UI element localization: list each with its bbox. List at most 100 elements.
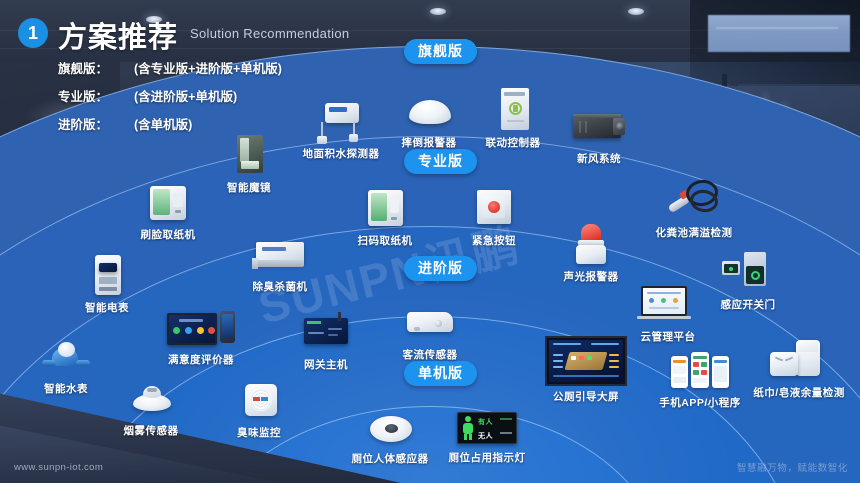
product-label: 手机APP/小程序 [659,397,741,409]
guidance-display-icon [543,334,629,388]
product-node-smart-electric-meter[interactable]: 智能电表 [55,253,159,315]
indicator-occupied-label: 有人 [478,419,493,426]
ceiling-downlight-icon [430,8,446,15]
product-label: 客流传感器 [402,349,458,361]
smoke-sensor-icon [123,376,179,422]
stall-occupancy-sensor-icon [362,404,418,450]
product-label: 声光报警器 [563,271,619,283]
product-node-stall-occupancy-indicator[interactable]: 有人 无人 厕位占用指示灯 [435,409,539,465]
product-node-fall-alarm[interactable]: 摔倒报警器 [377,88,481,150]
tier-legend-desc: (含专业版+进阶版+单机版) [134,62,282,76]
background-signboard [708,15,850,52]
tier-pill-standalone[interactable]: 单机版 [404,361,477,387]
product-node-smart-water-meter[interactable]: 智能水表 [14,334,118,396]
product-node-smoke-sensor[interactable]: 烟雾传感器 [99,376,203,438]
product-label: 智能魔镜 [227,182,271,194]
page-subtitle: Solution Recommendation [190,26,350,41]
floor-water-detector-icon [313,99,369,145]
product-node-guidance-display[interactable]: 公厕引导大屏 [534,334,638,404]
product-label: 化粪池满溢检测 [655,227,733,239]
product-node-fresh-air-system[interactable]: 新风系统 [547,104,651,166]
tier-legend-desc: (含进阶版+单机版) [134,90,238,104]
product-label: 扫码取纸机 [357,235,413,247]
product-label: 摔倒报警器 [401,137,457,149]
product-node-paper-soap-level-detector[interactable]: 纸巾/皂液余量检测 [747,338,851,400]
product-label: 感应开关门 [720,299,776,311]
fall-alarm-icon [401,88,457,134]
product-label: 紧急按钮 [472,235,516,247]
face-recognition-paper-dispenser-icon [140,180,196,226]
tier-legend-name: 旗舰版： [58,62,109,76]
tier-legend-row: 旗舰版： (含专业版+进阶版+单机版) [58,58,282,77]
tier-legend-row: 专业版： (含进阶版+单机版) [58,86,282,105]
sensor-door-icon [720,250,776,296]
product-label: 智能电表 [85,302,129,314]
product-node-gateway-host[interactable]: 网关主机 [274,310,378,372]
product-node-cloud-management-platform[interactable]: 云管理平台 [616,282,720,344]
deodorizing-sterilizer-icon [252,232,308,278]
indicator-vacant-label: 无人 [478,433,493,440]
page-title: 方案推荐 [58,22,179,54]
product-label: 臭味监控 [237,427,281,439]
tier-pill-flagship[interactable]: 旗舰版 [404,39,477,65]
product-node-passenger-flow-sensor[interactable]: 客流传感器 [378,300,482,362]
ceiling-downlight-icon [146,16,162,23]
product-node-sensor-door[interactable]: 感应开关门 [696,250,800,312]
product-label: 厕位占用指示灯 [448,452,526,464]
product-label: 联动控制器 [485,137,541,149]
product-node-odor-monitor[interactable]: 臭味监控 [207,378,311,440]
product-label: 厕位人体感应器 [351,453,429,465]
tier-legend-row: 进阶版： (含单机版) [58,114,282,133]
fan-band-edge [0,136,860,483]
sound-light-alarm-icon [563,222,619,268]
ceiling-seam [0,30,860,31]
odor-monitor-icon [231,378,287,424]
product-node-qr-paper-dispenser[interactable]: 扫码取纸机 [333,186,437,248]
product-label: 烟雾传感器 [123,425,179,437]
stall-occupancy-indicator-icon: 有人 无人 [456,409,518,449]
product-node-septic-tank-overflow-detector[interactable]: 化粪池满溢检测 [642,177,746,240]
footer-website-url[interactable]: www.sunpn-iot.com [14,462,104,473]
tier-pill-advanced[interactable]: 进阶版 [404,256,477,282]
emergency-button-icon [466,186,522,232]
linkage-controller-icon [485,88,541,134]
satisfaction-evaluator-icon [165,305,237,351]
product-node-sound-light-alarm[interactable]: 声光报警器 [539,222,643,284]
ceiling-downlight-icon [628,8,644,15]
product-label: 云管理平台 [640,331,696,343]
product-node-smart-mirror[interactable]: 智能魔镜 [197,133,301,195]
product-node-satisfaction-evaluator[interactable]: 满意度评价器 [149,305,253,367]
smart-electric-meter-icon [79,253,135,299]
tier-legend-desc: (含单机版) [134,118,193,132]
product-label: 公厕引导大屏 [553,391,619,403]
product-label: 除臭杀菌机 [252,281,308,293]
tier-legend-name: 专业版： [58,90,109,104]
septic-tank-overflow-detector-icon [666,177,722,224]
product-node-stall-occupancy-sensor[interactable]: 厕位人体感应器 [338,404,442,466]
paper-soap-level-detector-icon [764,338,834,384]
footer-slogan: 智慧融万物，赋能数智化 [736,463,848,474]
section-number-badge: 1 [18,18,48,48]
product-label: 纸巾/皂液余量检测 [753,387,845,399]
product-label: 地面积水探测器 [302,148,380,160]
product-node-linkage-controller[interactable]: 联动控制器 [461,88,565,150]
product-label: 网关主机 [304,359,348,371]
product-label: 智能水表 [44,383,88,395]
mobile-app-miniprogram-icon [667,348,733,394]
product-node-mobile-app-miniprogram[interactable]: 手机APP/小程序 [648,348,752,410]
product-label: 满意度评价器 [168,354,234,366]
fan-band-edge [0,226,860,483]
product-node-emergency-button[interactable]: 紧急按钮 [442,186,546,248]
product-node-face-recognition-paper-dispenser[interactable]: 刷脸取纸机 [116,180,220,242]
gateway-host-icon [298,310,354,356]
product-label: 新风系统 [577,153,621,165]
smart-water-meter-icon [38,334,94,380]
product-label: 刷脸取纸机 [140,229,196,241]
qr-paper-dispenser-icon [357,186,413,232]
product-node-floor-water-detector[interactable]: 地面积水探测器 [289,99,393,161]
tier-pill-professional[interactable]: 专业版 [404,149,477,175]
cloud-management-platform-icon [637,282,699,328]
tier-legend-name: 进阶版： [58,118,109,132]
product-node-deodorizing-sterilizer[interactable]: 除臭杀菌机 [228,232,332,294]
